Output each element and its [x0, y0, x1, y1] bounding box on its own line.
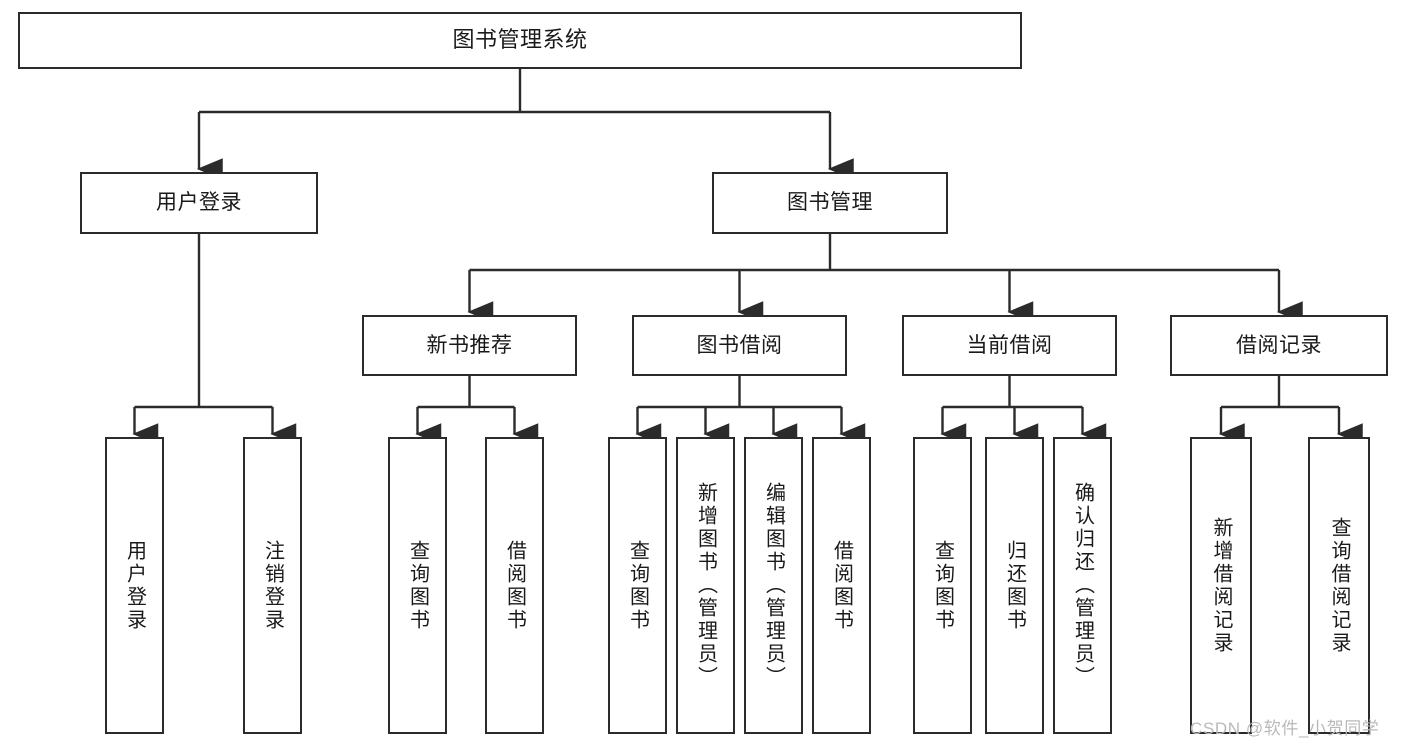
node-leaf-user-logout-label: 注销登录: [261, 539, 284, 632]
node-leaf-add-record[interactable]: 新增借阅记录: [1190, 437, 1252, 734]
node-user-login[interactable]: 用户登录: [80, 172, 318, 234]
node-leaf-user-login[interactable]: 用户登录: [105, 437, 164, 734]
node-leaf-borrow-book-2[interactable]: 借阅图书: [812, 437, 871, 734]
node-leaf-query-book-2-label: 查询图书: [626, 539, 649, 632]
node-leaf-query-record-label: 查询借阅记录: [1328, 516, 1350, 655]
node-leaf-add-book[interactable]: 新增图书（管理员）: [676, 437, 735, 734]
node-leaf-query-book-2[interactable]: 查询图书: [608, 437, 667, 734]
node-current-borrow[interactable]: 当前借阅: [902, 315, 1117, 376]
node-leaf-edit-book-label: 编辑图书（管理员）: [762, 482, 785, 689]
node-user-login-label: 用户登录: [156, 191, 242, 215]
node-book-borrow[interactable]: 图书借阅: [632, 315, 847, 376]
node-leaf-query-book-3[interactable]: 查询图书: [913, 437, 972, 734]
node-leaf-add-book-label: 新增图书（管理员）: [694, 482, 717, 689]
node-borrow-record-label: 借阅记录: [1236, 333, 1322, 357]
node-book-manage[interactable]: 图书管理: [712, 172, 948, 234]
node-leaf-user-logout[interactable]: 注销登录: [243, 437, 302, 734]
node-leaf-query-book-3-label: 查询图书: [931, 539, 954, 632]
node-root-图书管理系统[interactable]: 图书管理系统: [18, 12, 1022, 69]
node-leaf-add-record-label: 新增借阅记录: [1210, 516, 1232, 655]
node-leaf-confirm-return[interactable]: 确认归还（管理员）: [1053, 437, 1112, 734]
node-current-borrow-label: 当前借阅: [966, 333, 1053, 357]
node-leaf-return-book-label: 归还图书: [1003, 539, 1026, 632]
node-leaf-edit-book[interactable]: 编辑图书（管理员）: [744, 437, 803, 734]
node-leaf-query-book-1-label: 查询图书: [406, 539, 429, 632]
node-leaf-query-book-1[interactable]: 查询图书: [388, 437, 447, 734]
node-leaf-return-book[interactable]: 归还图书: [985, 437, 1044, 734]
node-new-book-rec[interactable]: 新书推荐: [362, 315, 577, 376]
node-leaf-user-login-label: 用户登录: [123, 539, 146, 632]
node-leaf-borrow-book-1-label: 借阅图书: [503, 539, 526, 632]
node-leaf-query-record[interactable]: 查询借阅记录: [1308, 437, 1370, 734]
node-borrow-record[interactable]: 借阅记录: [1170, 315, 1388, 376]
node-new-book-rec-label: 新书推荐: [426, 333, 513, 357]
node-book-borrow-label: 图书借阅: [696, 333, 783, 357]
node-leaf-confirm-return-label: 确认归还（管理员）: [1071, 482, 1094, 689]
node-leaf-borrow-book-1[interactable]: 借阅图书: [485, 437, 544, 734]
node-book-manage-label: 图书管理: [787, 191, 873, 215]
csdn-watermark: CSDN @软件_小贺同学: [1190, 719, 1380, 738]
node-leaf-borrow-book-2-label: 借阅图书: [830, 539, 853, 632]
node-root-图书管理系统-label: 图书管理系统: [452, 27, 588, 53]
